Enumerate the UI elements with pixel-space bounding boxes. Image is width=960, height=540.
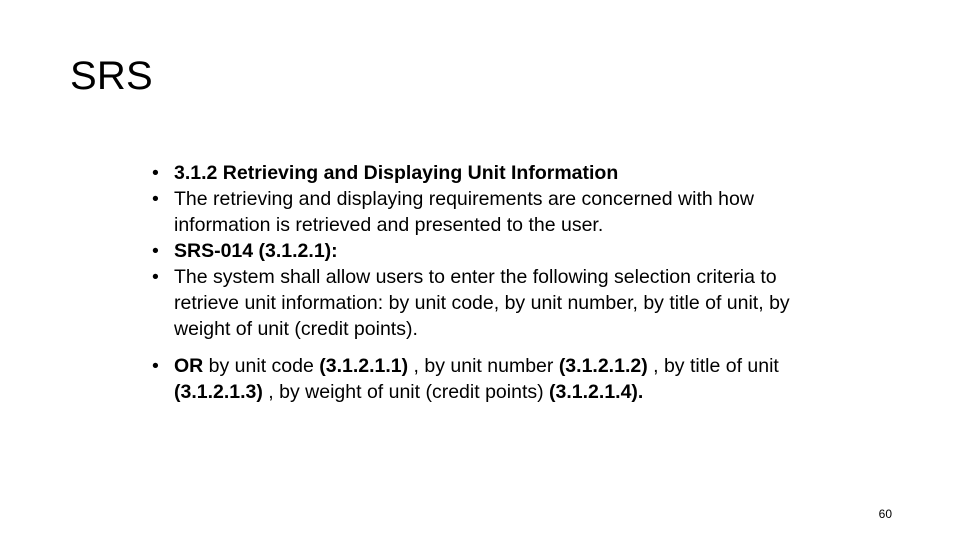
list-item: • OR by unit code (3.1.2.1.1) , by unit …: [152, 353, 820, 405]
page-title: SRS: [70, 54, 153, 98]
plain-text: , by unit number: [408, 355, 559, 377]
list-item: • 3.1.2 Retrieving and Displaying Unit I…: [152, 160, 820, 186]
list-item-text: The retrieving and displaying requiremen…: [174, 188, 754, 236]
list-item: • The retrieving and displaying requirem…: [152, 186, 820, 238]
plain-text: by unit code: [203, 355, 320, 377]
bullet-point-icon: •: [152, 266, 159, 288]
bullet-point-icon: •: [152, 240, 159, 262]
bullet-point-icon: •: [152, 162, 159, 184]
emphasis-text: OR: [174, 355, 204, 377]
bullet-list: • 3.1.2 Retrieving and Displaying Unit I…: [152, 160, 820, 405]
bullet-point-icon: •: [152, 188, 159, 210]
list-item-text: OR by unit code (3.1.2.1.1) , by unit nu…: [174, 353, 820, 405]
emphasis-text: (3.1.2.1.1): [319, 355, 409, 377]
list-item: • The system shall allow users to enter …: [152, 264, 820, 342]
page-number: 60: [878, 507, 892, 521]
emphasis-text: (3.1.2.1.2): [558, 355, 648, 377]
bullet-point-icon: •: [152, 355, 159, 377]
plain-text: , by weight of unit (credit points): [262, 381, 550, 403]
list-item-text: SRS-014 (3.1.2.1):: [174, 240, 338, 262]
list-item-text: 3.1.2 Retrieving and Displaying Unit Inf…: [174, 162, 619, 184]
plain-text: , by title of unit: [647, 355, 779, 377]
emphasis-text: (3.1.2.1.3): [174, 381, 263, 403]
emphasis-text: (3.1.2.1.4).: [549, 381, 644, 403]
list-item: • SRS-014 (3.1.2.1):: [152, 238, 820, 264]
list-item-text: The system shall allow users to enter th…: [174, 266, 790, 340]
